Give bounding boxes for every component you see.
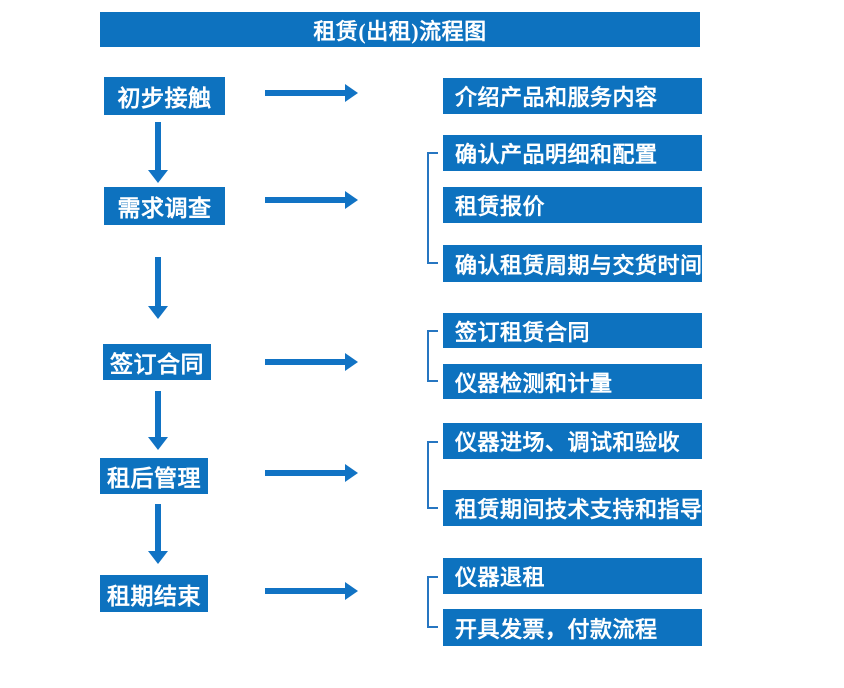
- detail-box-confirm-product-details-config: 确认产品明细和配置: [443, 135, 702, 171]
- right-arrow-3: [265, 353, 358, 371]
- bracket-group-4: [427, 441, 438, 509]
- arrow-shaft: [155, 504, 161, 552]
- arrow-shaft: [265, 90, 346, 96]
- detail-box-instrument-testing-calibration: 仪器检测和计量: [443, 364, 702, 399]
- arrow-head-icon: [345, 353, 358, 371]
- bracket-group-3: [427, 330, 438, 382]
- down-arrow-4: [148, 504, 168, 564]
- right-arrow-1: [265, 84, 358, 102]
- arrow-head-icon: [345, 582, 358, 600]
- arrow-head-icon: [345, 464, 358, 482]
- step-box-needs-survey: 需求调查: [104, 187, 225, 225]
- arrow-shaft: [155, 122, 161, 171]
- down-arrow-1: [148, 122, 168, 183]
- detail-box-rental-quote: 租赁报价: [443, 187, 702, 223]
- down-arrow-2: [148, 257, 168, 319]
- arrow-shaft: [265, 470, 346, 476]
- detail-box-instrument-setup-acceptance: 仪器进场、调试和验收: [443, 423, 702, 459]
- arrow-head-icon: [345, 84, 358, 102]
- arrow-shaft: [155, 391, 161, 438]
- detail-box-confirm-rental-period-delivery: 确认租赁周期与交货时间: [443, 245, 702, 282]
- detail-box-invoice-payment-process: 开具发票，付款流程: [443, 609, 702, 646]
- detail-box-instrument-return: 仪器退租: [443, 558, 702, 594]
- arrow-head-icon: [345, 191, 358, 209]
- flowchart-title: 租赁(出租)流程图: [100, 12, 700, 47]
- detail-box-introduce-products-services: 介绍产品和服务内容: [443, 78, 702, 114]
- arrow-shaft: [265, 359, 346, 365]
- right-arrow-2: [265, 191, 358, 209]
- arrow-head-icon: [148, 437, 168, 450]
- bracket-group-2: [427, 152, 438, 264]
- right-arrow-5: [265, 582, 358, 600]
- bracket-group-5: [427, 576, 438, 628]
- step-box-rental-period-end: 租期结束: [100, 575, 208, 612]
- down-arrow-3: [148, 391, 168, 450]
- step-box-initial-contact: 初步接触: [104, 77, 225, 115]
- arrow-head-icon: [148, 306, 168, 319]
- arrow-shaft: [265, 197, 346, 203]
- arrow-head-icon: [148, 170, 168, 183]
- step-box-post-rental-management: 租后管理: [100, 458, 208, 494]
- arrow-shaft: [155, 257, 161, 307]
- arrow-head-icon: [148, 551, 168, 564]
- arrow-shaft: [265, 588, 346, 594]
- step-box-sign-contract: 签订合同: [103, 344, 211, 380]
- detail-box-tech-support-during-rental: 租赁期间技术支持和指导: [443, 490, 702, 526]
- detail-box-sign-rental-contract: 签订租赁合同: [443, 313, 702, 348]
- right-arrow-4: [265, 464, 358, 482]
